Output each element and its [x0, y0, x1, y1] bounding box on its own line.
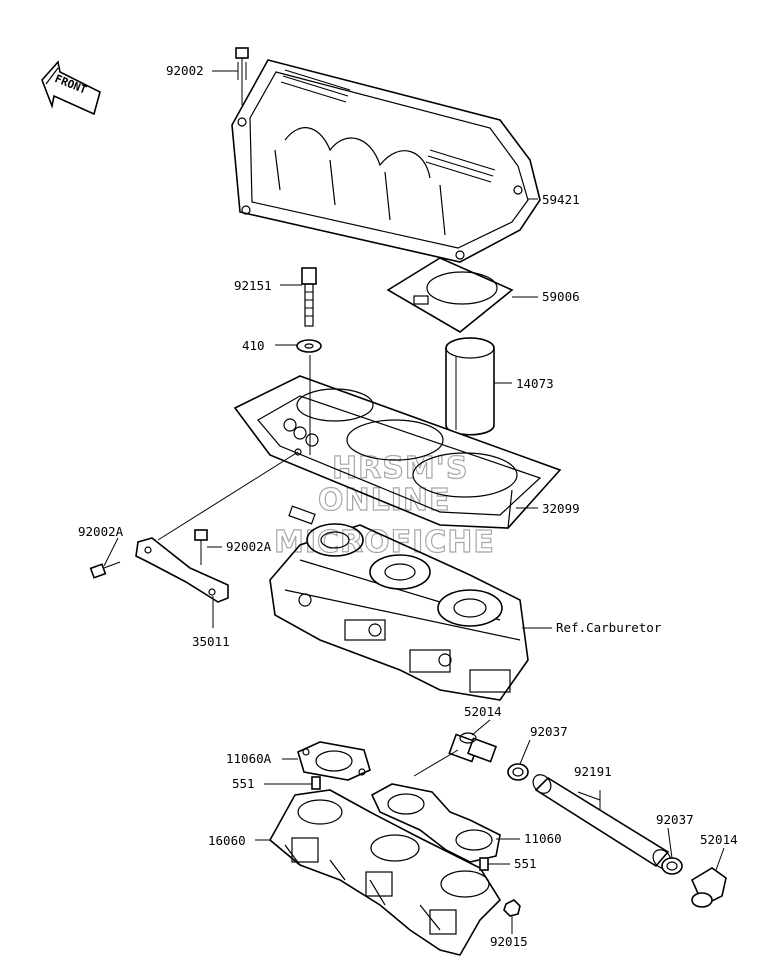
label-11060A: 11060A: [226, 751, 272, 766]
label-92151: 92151: [234, 278, 272, 293]
label-551-top: 551: [232, 776, 255, 791]
label-551-bottom: 551: [514, 856, 537, 871]
gasket-11060A: [297, 741, 371, 781]
watermark-line-2: ONLINE: [318, 483, 451, 518]
label-92015: 92015: [490, 934, 528, 949]
label-92191: 92191: [574, 764, 612, 779]
label-14073: 14073: [516, 376, 554, 391]
pin-551-top: [311, 776, 321, 790]
watermark-line-3: MICROFICHE: [274, 525, 495, 560]
clamp-92037-top: [507, 763, 529, 781]
bolt-92151: [301, 267, 317, 327]
label-16060: 16060: [208, 833, 246, 848]
watermark-line-1: HRSM'S: [332, 451, 468, 486]
watermark: HRSM'S ONLINE MICROFICHE: [273, 450, 495, 560]
label-92002: 92002: [166, 63, 204, 78]
washer-410: [296, 339, 322, 353]
part-labels: 92002 59421 92151 59006 410 14073 32099 …: [78, 63, 738, 949]
pin-551-bottom: [479, 857, 489, 871]
gasket-59006: [386, 257, 514, 333]
filter-14073: [445, 337, 495, 436]
manifold-16060: [268, 789, 502, 956]
base-32099: [233, 375, 562, 529]
label-92002A-right: 92002A: [226, 539, 272, 554]
bracket-35011: [135, 537, 229, 603]
label-ref-carburetor: Ref.Carburetor: [556, 620, 662, 635]
bolt-92002: [235, 47, 249, 105]
fitting-52014-right: [690, 867, 727, 908]
label-59421: 59421: [542, 192, 580, 207]
gasket-11060: [370, 783, 501, 863]
carburetor-assembly: [269, 505, 529, 701]
label-11060: 11060: [524, 831, 562, 846]
label-32099: 32099: [542, 501, 580, 516]
label-52014-right: 52014: [700, 832, 738, 847]
label-92037-right: 92037: [656, 812, 694, 827]
front-arrow: FRONT: [41, 60, 101, 116]
hose-92191: [532, 774, 672, 869]
label-92037-top: 92037: [530, 724, 568, 739]
label-59006: 59006: [542, 289, 580, 304]
label-35011: 35011: [192, 634, 230, 649]
air-cover-59421: [231, 59, 541, 263]
nut-92015: [503, 899, 521, 917]
bolt-92002A-left: [89, 561, 121, 579]
fitting-52014-top: [448, 732, 498, 763]
bolt-92002A-right: [194, 529, 208, 565]
leader-lines: [103, 70, 725, 934]
label-52014-top: 52014: [464, 704, 502, 719]
label-92002A-left: 92002A: [78, 524, 124, 539]
label-410: 410: [242, 338, 265, 353]
clamp-92037-right: [661, 857, 683, 875]
